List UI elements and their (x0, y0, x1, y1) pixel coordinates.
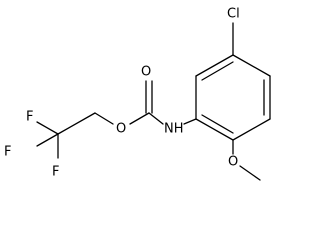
bond-nh-carbonyl-c (148, 112, 164, 125)
bond-methoxy-o-ch3 (239, 165, 261, 181)
fluorine-1-label: F (52, 165, 59, 180)
benzene-ring (195, 54, 271, 141)
ester-oxygen-label: O (116, 122, 126, 137)
bond-carbonyl-c-ester-o (129, 112, 150, 125)
methoxy-oxygen-label: O (228, 155, 238, 170)
bond-c-f3 (36, 133, 59, 147)
fluorine-3-label: F (4, 145, 11, 160)
ring-bond-3 (232, 118, 271, 141)
ring-bond-1 (232, 54, 271, 77)
ring-bond-6 (195, 54, 234, 77)
ring-bond-6-inner (201, 61, 234, 81)
bond-ester-o-ch2 (94, 112, 114, 125)
ring-bond-4-inner (201, 114, 234, 134)
nh-label: NH (164, 122, 184, 137)
chlorine-label: Cl (227, 7, 240, 22)
fluorine-2-label: F (26, 110, 33, 125)
bond-ch2-cf3 (57, 112, 96, 135)
bond-c-f2 (36, 121, 59, 135)
bond-ring-nh (183, 118, 197, 125)
ring-bond-4 (195, 118, 234, 141)
molecule-structure: Cl NH O O O F F F (4, 7, 271, 181)
carbonyl-oxygen-label: O (141, 65, 151, 80)
